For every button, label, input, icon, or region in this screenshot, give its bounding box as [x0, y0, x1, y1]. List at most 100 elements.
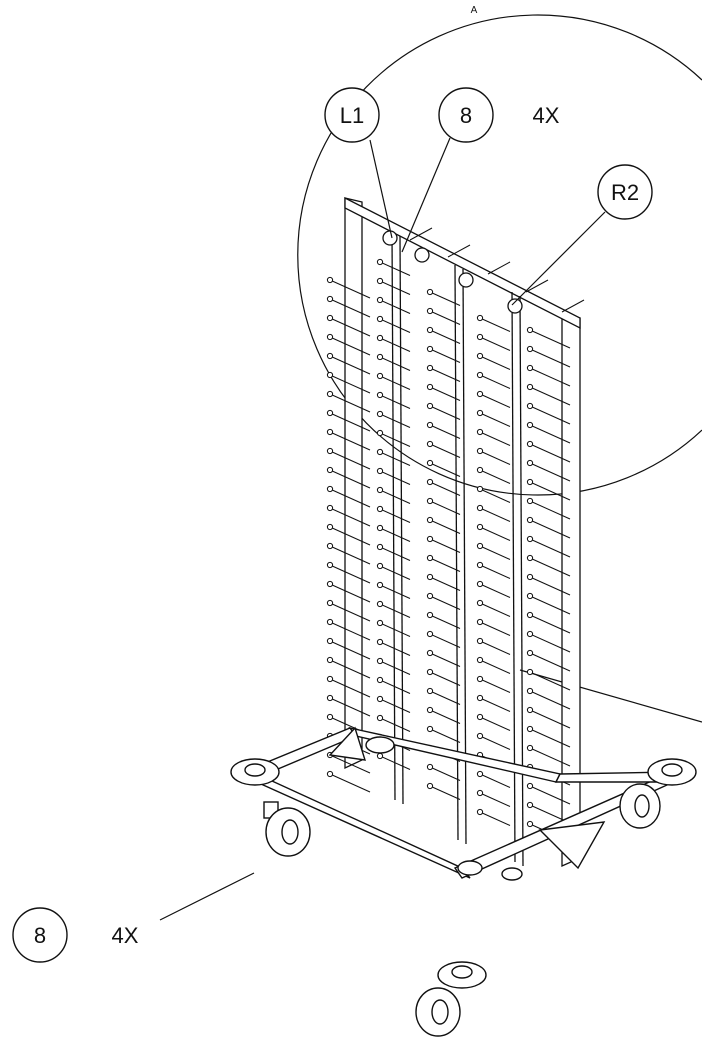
rack-rod [379, 527, 411, 542]
rod-end [426, 554, 434, 562]
balloon-l1: L1 [324, 87, 393, 239]
rack-rod [429, 785, 461, 800]
rack-rod [529, 424, 571, 444]
rack-rod [329, 336, 371, 356]
balloon-l1-label: L1 [340, 103, 364, 128]
rack-rod [379, 641, 411, 656]
rod-end [376, 353, 384, 361]
rack-rod [429, 728, 461, 743]
rack-rod [329, 754, 371, 774]
rod-end [476, 333, 484, 341]
rod-end [426, 706, 434, 714]
rack-rod [529, 386, 571, 406]
rack-rod [479, 697, 511, 712]
rack-rod [429, 652, 461, 667]
rack-rod [429, 424, 461, 439]
rod-end [376, 467, 384, 475]
rod-end [526, 345, 534, 353]
rack-rod [529, 709, 571, 729]
qty-label-bottom: 4X [112, 923, 139, 948]
rack-rod [329, 583, 371, 603]
rack-rod [429, 367, 461, 382]
rod-end [376, 676, 384, 684]
rack-rod [329, 621, 371, 641]
rod-end [476, 713, 484, 721]
balloon-r2: R2 [511, 164, 653, 306]
rod-end [526, 440, 534, 448]
rack-rod [329, 488, 371, 508]
rod-end [326, 542, 334, 550]
rack-rod [529, 367, 571, 387]
rod-end [476, 637, 484, 645]
rack-rod [479, 488, 511, 503]
rack-rod [329, 507, 371, 527]
rack-rod [379, 432, 411, 447]
rod-end [476, 428, 484, 436]
rack-rod [429, 519, 461, 534]
rod-end [376, 296, 384, 304]
rod-end [476, 314, 484, 322]
top-rod [447, 244, 471, 258]
rack-rod [379, 603, 411, 618]
caster-front-center [415, 961, 487, 1037]
rack-rod [529, 614, 571, 634]
rack-rod [329, 450, 371, 470]
rack-rod [479, 393, 511, 408]
inner-upright [519, 295, 524, 867]
rod-end [476, 523, 484, 531]
rack-rod [379, 337, 411, 352]
rod-end [376, 543, 384, 551]
rack-rod [479, 564, 511, 579]
rack-rod [529, 405, 571, 425]
rod-end [476, 618, 484, 626]
rod-end [326, 580, 334, 588]
rack-rod [429, 405, 461, 420]
rod-end [426, 440, 434, 448]
rod-end [376, 638, 384, 646]
rod-end [476, 599, 484, 607]
rod-end [426, 782, 434, 790]
qty-label-top: 4X [533, 103, 560, 128]
balloon-8-top: 8 [401, 87, 494, 253]
rack-rod [429, 291, 461, 306]
rod-end [376, 752, 384, 760]
rod-end [426, 383, 434, 391]
rack-rod [379, 451, 411, 466]
rack-rod [529, 348, 571, 368]
rack-rod [529, 557, 571, 577]
rack-rod [429, 462, 461, 477]
rack-rod [479, 545, 511, 560]
rack-rod [479, 412, 511, 427]
rod-end [326, 295, 334, 303]
rod-end [326, 637, 334, 645]
rack-rod [529, 728, 571, 748]
balloon-8-bottom-label: 8 [34, 923, 46, 948]
rod-end [476, 732, 484, 740]
rack-rod [529, 462, 571, 482]
rod-end [476, 371, 484, 379]
rod-end [426, 687, 434, 695]
mount-hole [458, 272, 474, 288]
rack-rod [329, 317, 371, 337]
rod-end [426, 326, 434, 334]
rack-rod [529, 329, 571, 349]
rod-end [426, 478, 434, 486]
rod-end [376, 372, 384, 380]
rack-rod [329, 697, 371, 717]
rod-end [526, 421, 534, 429]
rod-end [526, 668, 534, 676]
rod-end [526, 820, 534, 828]
rack-rod [479, 317, 511, 332]
rack-frame [344, 196, 581, 868]
rod-end [426, 516, 434, 524]
rack-rod [529, 519, 571, 539]
rod-end [526, 383, 534, 391]
rack-rod [529, 538, 571, 558]
rack-rod [379, 261, 411, 276]
rack-rod [329, 773, 371, 793]
rack-rod [429, 633, 461, 648]
rack-rod [529, 443, 571, 463]
rod-end [526, 573, 534, 581]
rod-end [376, 448, 384, 456]
